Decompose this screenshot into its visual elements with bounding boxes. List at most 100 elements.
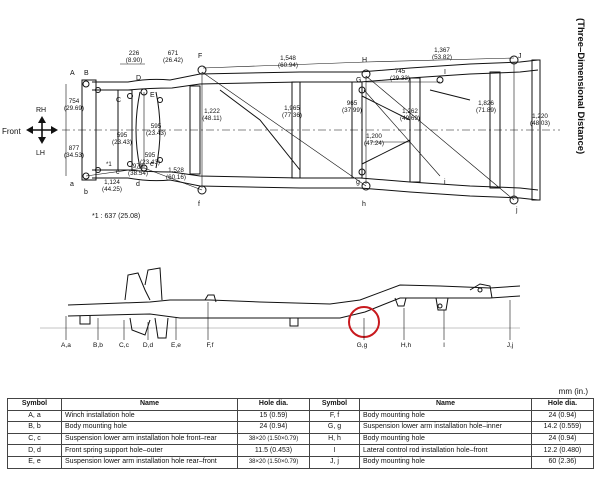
cell-symbol: G, g [309, 421, 360, 434]
direction-lh: LH [36, 150, 45, 157]
dim-877-in: (34.53) [64, 152, 84, 159]
header-name: Name [61, 398, 238, 411]
dim-1548-in: (60.94) [278, 62, 298, 69]
dim-754-mm: 754 [69, 98, 80, 105]
cell-symbol: C, c [7, 432, 62, 446]
units-note: mm (in.) [558, 387, 588, 396]
dim-754-in: (29.69) [64, 105, 84, 112]
cell-symbol: I [309, 444, 360, 457]
side-label: D,d [143, 342, 154, 349]
cell-name: Winch installation hole [61, 409, 238, 423]
point-label: d [136, 181, 140, 188]
dim-978-in: (38.54) [128, 170, 148, 177]
point-label: b [84, 189, 88, 196]
table-header-row: Symbol Name Hole dia. Symbol Name Hole d… [7, 398, 594, 411]
table-row: E, e Suspension lower arm installation h… [7, 455, 594, 469]
diagram-title: (Three–Dimensional Distance) [575, 18, 586, 154]
point-label: J [518, 53, 522, 60]
cell-hole-dia: 12.2 (0.480) [531, 444, 594, 457]
direction-indicator [26, 116, 58, 144]
dim-595b-mm: 595 [117, 132, 128, 139]
side-label: A,a [61, 342, 71, 349]
cell-symbol: A, a [7, 409, 62, 423]
cell-name: Body mounting hole [359, 432, 532, 446]
table-row: B, b Body mounting hole 24 (0.94) G, g S… [7, 421, 594, 434]
dim-1826-in: (71.89) [476, 107, 496, 114]
point-label: G [356, 77, 361, 84]
point-label: i [444, 179, 446, 186]
direction-rh: RH [36, 107, 46, 114]
header-hole-dia: Hole dia. [531, 398, 594, 411]
side-label: F,f [207, 342, 214, 349]
cell-symbol: J, j [309, 455, 360, 469]
frame-top-view [62, 55, 560, 205]
cell-name: Front spring support hole–outer [61, 444, 238, 457]
header-symbol: Symbol [7, 398, 62, 411]
cell-symbol: B, b [7, 421, 62, 434]
dim-1200-mm: 1,200 [366, 133, 382, 140]
dim-1222-in: (48.11) [202, 115, 221, 122]
dim-1965-mm: 1,965 [284, 105, 300, 112]
header-name: Name [359, 398, 532, 411]
side-label: J,j [507, 342, 514, 349]
cell-name: Suspension lower arm installation hole f… [61, 432, 238, 446]
header-symbol: Symbol [309, 398, 360, 411]
side-label: B,b [93, 342, 103, 349]
point-label: f [198, 201, 200, 208]
dim-745-in: (29.33) [390, 75, 410, 82]
dim-965-in: (37.99) [342, 107, 362, 114]
side-label: E,e [171, 342, 181, 349]
cell-name: Body mounting hole [359, 455, 532, 469]
hole-table: Symbol Name Hole dia. Symbol Name Hole d… [7, 398, 594, 469]
dim-1528-in: (60.16) [166, 174, 186, 181]
dim-1124-in: (44.25) [102, 186, 122, 193]
dim-595a-mm: 595 [151, 123, 162, 130]
frame-side-view [40, 267, 521, 339]
side-label: H,h [401, 342, 412, 349]
cell-name: Body mounting hole [359, 409, 532, 423]
point-label: D [136, 75, 141, 82]
table-row: A, a Winch installation hole 15 (0.59) F… [7, 409, 594, 423]
dim-595a-in: (23.43) [146, 130, 166, 137]
cell-symbol: E, e [7, 455, 62, 469]
point-label: e [150, 161, 154, 168]
point-label: E [150, 92, 155, 99]
point-label: j [515, 207, 518, 214]
header-hole-dia: Hole dia. [237, 398, 310, 411]
point-label: c [116, 169, 120, 176]
cell-hole-dia: 14.2 (0.559) [531, 421, 594, 434]
cell-hole-dia: 24 (0.94) [237, 421, 310, 434]
point-label: I [444, 69, 446, 76]
cell-symbol: H, h [309, 432, 360, 446]
side-label: C,c [119, 342, 130, 349]
dim-1528-mm: 1,528 [168, 167, 184, 174]
dim-226-in: (8.90) [126, 57, 142, 64]
cell-symbol: D, d [7, 444, 62, 457]
dim-1367-mm: 1,367 [434, 47, 450, 54]
cell-hole-dia: 24 (0.94) [531, 409, 594, 423]
point-label: *1 [106, 162, 112, 168]
cell-hole-dia: 15 (0.59) [237, 409, 310, 423]
table-row: D, d Front spring support hole–outer 11.… [7, 444, 594, 457]
cell-name: Suspension lower arm installation hole–i… [359, 421, 532, 434]
point-label: B [84, 70, 89, 77]
dim-1826-mm: 1,826 [478, 100, 494, 107]
cell-hole-dia: 11.5 (0.453) [237, 444, 310, 457]
table-row: C, c Suspension lower arm installation h… [7, 432, 594, 446]
dim-1367-in: (53.82) [432, 54, 452, 61]
dim-1220-mm: 1,220 [532, 113, 548, 120]
dim-978-mm: 978 [133, 163, 144, 170]
point-label: g [356, 179, 360, 186]
cell-hole-dia: 38×20 (1.50×0.79) [237, 432, 310, 446]
point-label: h [362, 201, 366, 208]
side-label: G,g [357, 342, 368, 349]
dim-1124-mm: 1,124 [104, 179, 120, 186]
dim-1262-mm: 1,262 [402, 108, 418, 115]
dim-965-mm: 965 [347, 100, 358, 107]
cell-name: Body mounting hole [61, 421, 238, 434]
cell-symbol: F, f [309, 409, 360, 423]
cell-name: Suspension lower arm installation hole r… [61, 455, 238, 469]
cell-hole-dia: 38×20 (1.50×0.79) [237, 455, 310, 469]
dim-671-in: (26.42) [163, 57, 183, 64]
dim-1220-in: (48.03) [530, 120, 550, 127]
